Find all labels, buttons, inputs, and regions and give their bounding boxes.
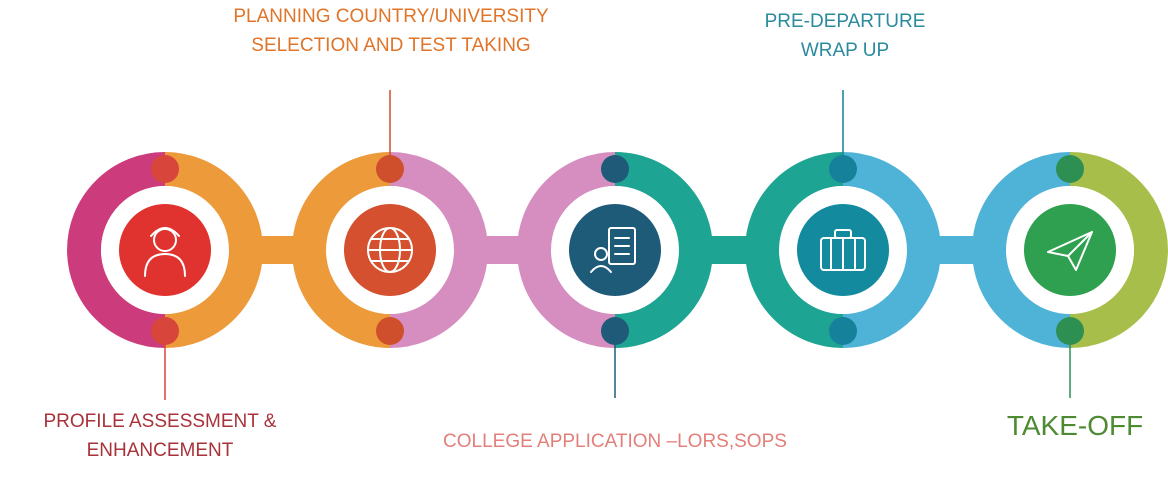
ring-right-half (842, 152, 941, 348)
step-label-line: COLLEGE APPLICATION –LORS,SOPS (443, 431, 787, 452)
person-icon (144, 227, 186, 277)
suitcase-straps (830, 237, 856, 271)
ring-left-half (292, 152, 391, 348)
ring-dot-bottom (829, 317, 857, 345)
ring-dot-top (601, 155, 629, 183)
ring-dot-top (376, 155, 404, 183)
ring-dot-top (829, 155, 857, 183)
document-icon (590, 227, 636, 273)
suitcase-icon (820, 229, 866, 271)
step-label-line: PLANNING COUNTRY/UNIVERSITY (233, 6, 549, 27)
step-label-application: COLLEGE APPLICATION –LORS,SOPS (395, 428, 835, 457)
document-person-body (590, 265, 612, 273)
globe-icon (367, 227, 413, 273)
paper-plane-icon (1047, 231, 1093, 271)
step-label-planning: PLANNING COUNTRY/UNIVERSITY SELECTION AN… (186, 3, 596, 60)
globe-parallels (370, 238, 410, 262)
step-center-circle (569, 204, 661, 296)
ring-right-half (1069, 152, 1168, 348)
ring-right-half (614, 152, 713, 348)
ring-left-half (745, 152, 844, 348)
step-label-line: WRAP UP (800, 39, 890, 61)
ring-right-half (389, 152, 488, 348)
ring-dot-bottom (1056, 317, 1084, 345)
ring-right-half (164, 152, 263, 348)
step-label-predeparture: PRE-DEPARTURE WRAP UP (720, 8, 970, 65)
step-label-takeoff: TAKE-OFF (980, 408, 1168, 444)
ring-dot-top (151, 155, 179, 183)
person-body (144, 253, 186, 277)
step-center-circle (1024, 204, 1116, 296)
plane-body (1047, 231, 1093, 271)
ring-dot-bottom (601, 317, 629, 345)
step-label-line: TAKE-OFF (1006, 410, 1144, 441)
person-hair (150, 227, 180, 237)
document-lines (614, 237, 630, 255)
ring-left-half (67, 152, 166, 348)
step-label-profile: PROFILE ASSESSMENT & ENHANCEMENT (10, 408, 310, 465)
ring-left-half (517, 152, 616, 348)
ring-dot-bottom (151, 317, 179, 345)
document-person-head (594, 247, 608, 261)
step-label-line: ENHANCEMENT (86, 439, 234, 461)
step-label-line: PRE-DEPARTURE (764, 11, 926, 32)
step-label-line: PROFILE ASSESSMENT & (43, 411, 277, 432)
plane-fold (1067, 231, 1093, 257)
ring-dot-top (1056, 155, 1084, 183)
step-label-line: SELECTION AND TEST TAKING (251, 34, 531, 56)
ring-left-half (972, 152, 1071, 348)
document-page (608, 227, 636, 265)
ring-dot-bottom (376, 317, 404, 345)
